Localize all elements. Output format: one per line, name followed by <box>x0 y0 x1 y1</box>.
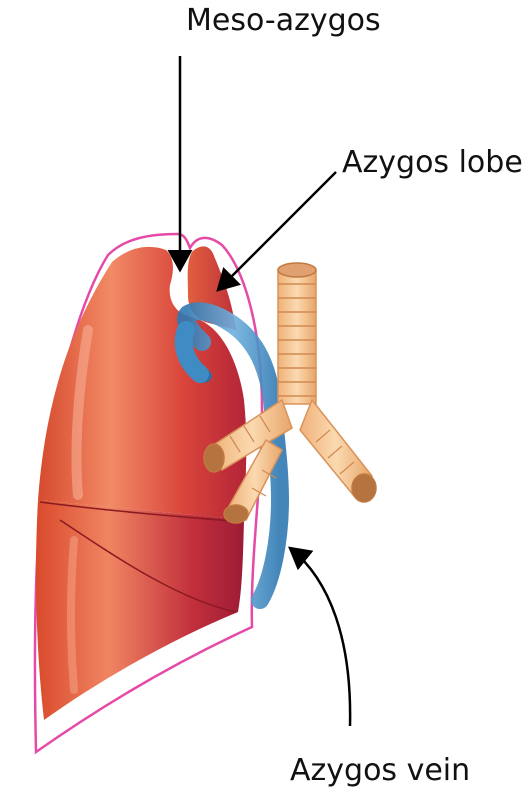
azygos-lobe-arrow <box>218 172 336 290</box>
azygos-vein-arrow <box>290 548 350 726</box>
lung-highlight <box>71 540 74 690</box>
